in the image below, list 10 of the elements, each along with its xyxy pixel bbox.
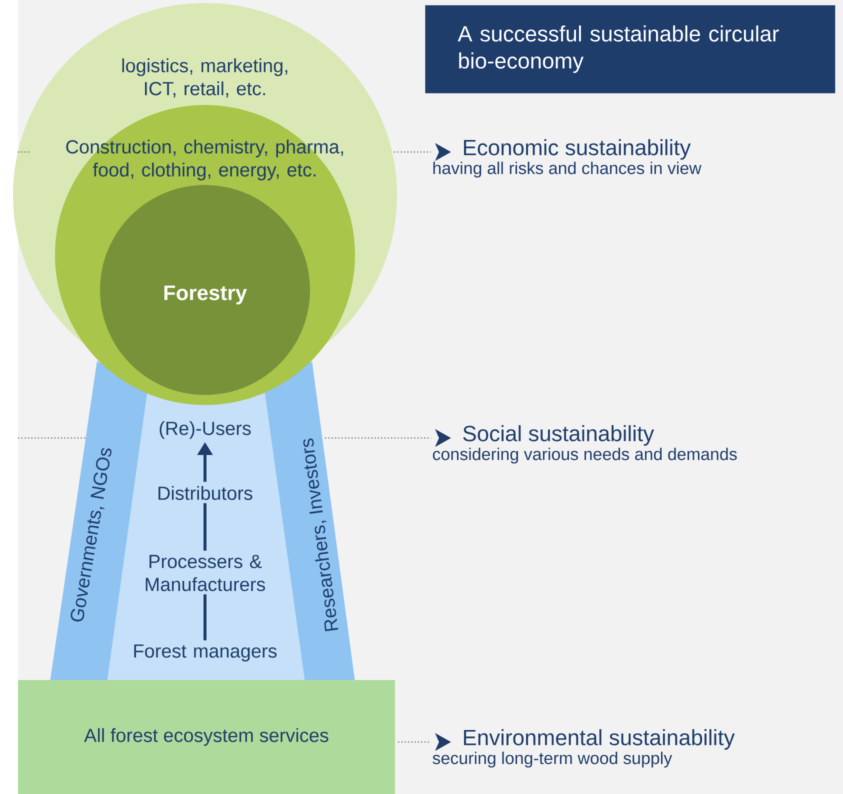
sustainability-text: Economic sustainability having all risks and chances in view bbox=[433, 139, 702, 178]
connector-line bbox=[204, 503, 206, 551]
connector-line bbox=[204, 594, 206, 640]
stage-label: Distributors bbox=[158, 486, 252, 500]
base-box: All forest ecosystem services bbox=[18, 680, 395, 794]
sustainability-text: Social sustainability considering various needs and demands bbox=[432, 425, 737, 464]
level-line bbox=[398, 741, 431, 743]
stage-label: (Re)-Users bbox=[160, 421, 251, 439]
title-box: A successful sustainable circular bio-economy bbox=[425, 5, 836, 94]
sustainability-text: Environmental sustainability securing long-term wood supply bbox=[432, 729, 735, 768]
